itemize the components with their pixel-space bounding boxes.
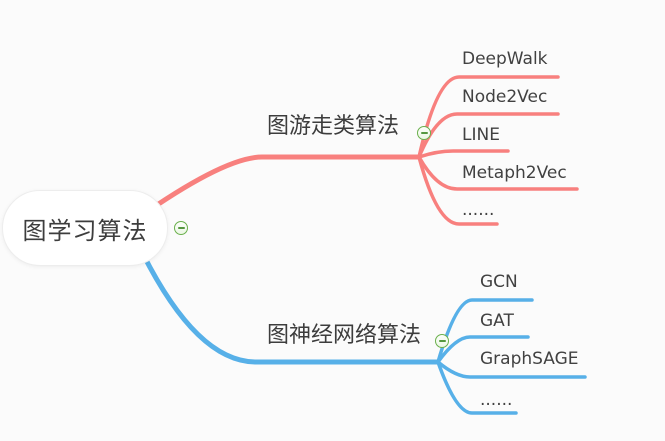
edge-gnn-to-gat [436, 335, 530, 364]
minus-icon [420, 132, 428, 134]
collapse-button-root[interactable] [174, 221, 188, 235]
child-node-gnn-ellipsis[interactable]: ...... [480, 390, 513, 410]
edge-walk-to-node2vec [417, 112, 560, 159]
edge-root-to-walk-branch [135, 154, 422, 221]
edge-gnn-to-ellipsis [436, 360, 518, 415]
edge-walk-to-ellipsis [417, 155, 499, 226]
child-node-line[interactable]: LINE [462, 125, 500, 145]
edge-walk-to-line [417, 149, 510, 159]
root-node[interactable]: 图学习算法 [2, 190, 168, 266]
child-node-graphsage[interactable]: GraphSAGE [480, 349, 579, 369]
minus-icon [177, 227, 185, 229]
child-node-gcn[interactable]: GCN [480, 272, 518, 292]
child-node-walk-ellipsis[interactable]: ...... [462, 200, 495, 220]
branch-node-graph-walk[interactable]: 图游走类算法 [267, 114, 400, 139]
child-node-node2vec[interactable]: Node2Vec [462, 87, 548, 107]
collapse-button-gnn[interactable] [435, 334, 449, 348]
child-node-metaph2vec[interactable]: Metaph2Vec [462, 163, 567, 183]
branch-node-gnn[interactable]: 图神经网络算法 [267, 323, 422, 348]
child-node-deepwalk[interactable]: DeepWalk [462, 49, 548, 69]
edge-gnn-to-graphsage [436, 360, 587, 379]
edge-root-to-gnn-branch [137, 245, 441, 365]
collapse-button-graph-walk[interactable] [417, 126, 431, 140]
edge-gnn-to-gcn [436, 298, 534, 364]
edge-walk-to-metaph2vec [417, 155, 579, 191]
child-node-gat[interactable]: GAT [480, 311, 514, 331]
root-node-label: 图学习算法 [22, 216, 148, 245]
minus-icon [438, 340, 446, 342]
